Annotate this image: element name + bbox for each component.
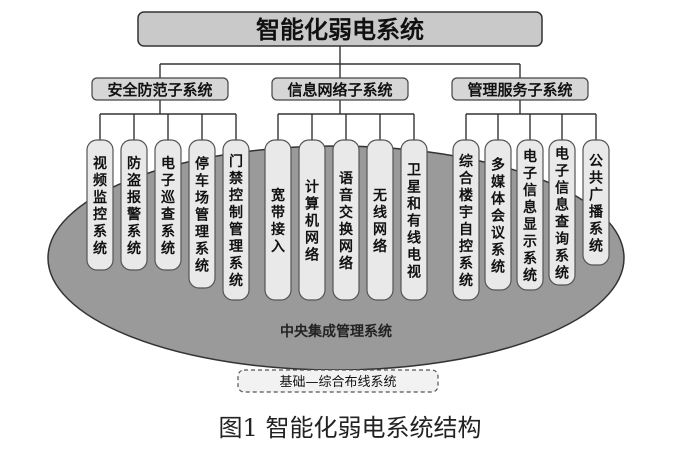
leaf-label: 停车场管理系统	[195, 156, 209, 275]
leaf-node: 多媒体会议系统	[484, 139, 512, 291]
leaf-node: 综合楼宇自控系统	[452, 139, 480, 301]
leaf-node: 电子信息显示系统	[516, 139, 544, 291]
leaf-label: 多媒体会议系统	[490, 157, 506, 276]
leaf-label: 综合楼宇自控系统	[459, 153, 474, 289]
leaf-nodes: 视频监控系统 防盗报警系统 电子巡查系统 停车场管理系统 门禁控制管理系统 宽带接入 计算机…	[86, 139, 610, 301]
leaf-box	[548, 139, 576, 286]
leaf-node: 无线网络	[366, 139, 394, 301]
title-node: 智能化弱电系统	[137, 11, 543, 47]
leaf-box	[298, 139, 326, 301]
title-text: 智能化弱电系统	[256, 16, 424, 44]
leaf-box	[484, 139, 512, 291]
leaf-node: 宽带接入	[264, 139, 292, 301]
leaf-label: 电子信息显示系统	[523, 148, 537, 284]
leaf-box	[516, 139, 544, 291]
leaf-node: 语音交换网络	[332, 139, 360, 301]
leaf-node: 停车场管理系统	[188, 139, 216, 289]
leaf-node: 视频监控系统	[86, 139, 114, 271]
subsystem-node-network: 信息网络子系统	[271, 77, 409, 101]
leaf-label: 视频监控系统	[93, 155, 107, 257]
subsystem-label: 安全防范子系统	[107, 81, 212, 99]
leaf-label: 电子信息查询系统	[555, 146, 570, 282]
subsystem-label: 信息网络子系统	[287, 81, 392, 99]
connector-lines	[99, 46, 597, 140]
leaf-box	[222, 139, 250, 301]
leaf-box	[332, 139, 360, 301]
leaf-node: 计算机网络	[298, 139, 326, 301]
leaf-box	[264, 139, 292, 301]
leaf-node: 公共广播系统	[582, 139, 610, 266]
leaf-label: 门禁控制管理系统	[229, 153, 243, 289]
leaf-box	[154, 139, 182, 271]
base-node: 基础—综合布线系统	[237, 369, 439, 393]
base-label: 基础—综合布线系统	[279, 375, 396, 390]
leaf-label: 无线网络	[372, 188, 387, 255]
subsystem-label: 管理服务子系统	[467, 81, 572, 99]
leaf-box	[452, 139, 480, 301]
leaf-box	[400, 139, 428, 301]
center-label: 中央集成管理系统	[280, 323, 392, 340]
subsystem-node-security: 安全防范子系统	[91, 77, 229, 101]
figure-caption: 图1 智能化弱电系统结构	[219, 414, 482, 442]
leaf-node: 电子信息查询系统	[548, 139, 576, 286]
leaf-node: 电子巡查系统	[154, 139, 182, 271]
leaf-label: 卫星和有线电视	[407, 163, 421, 281]
leaf-label: 语音交换网络	[339, 171, 354, 272]
leaf-node: 卫星和有线电视	[400, 139, 428, 301]
leaf-label: 宽带接入	[271, 187, 285, 255]
leaf-label: 防盗报警系统	[127, 155, 142, 257]
leaf-box	[120, 139, 148, 271]
leaf-label: 电子巡查系统	[161, 155, 176, 257]
leaf-node: 防盗报警系统	[120, 139, 148, 271]
subsystem-node-management: 管理服务子系统	[451, 77, 589, 101]
leaf-box	[188, 139, 216, 289]
leaf-box	[582, 139, 610, 266]
leaf-node: 门禁控制管理系统	[222, 139, 250, 301]
leaf-box	[366, 139, 394, 301]
leaf-box	[86, 139, 114, 271]
leaf-label: 计算机网络	[305, 179, 319, 264]
leaf-label: 公共广播系统	[589, 154, 604, 255]
